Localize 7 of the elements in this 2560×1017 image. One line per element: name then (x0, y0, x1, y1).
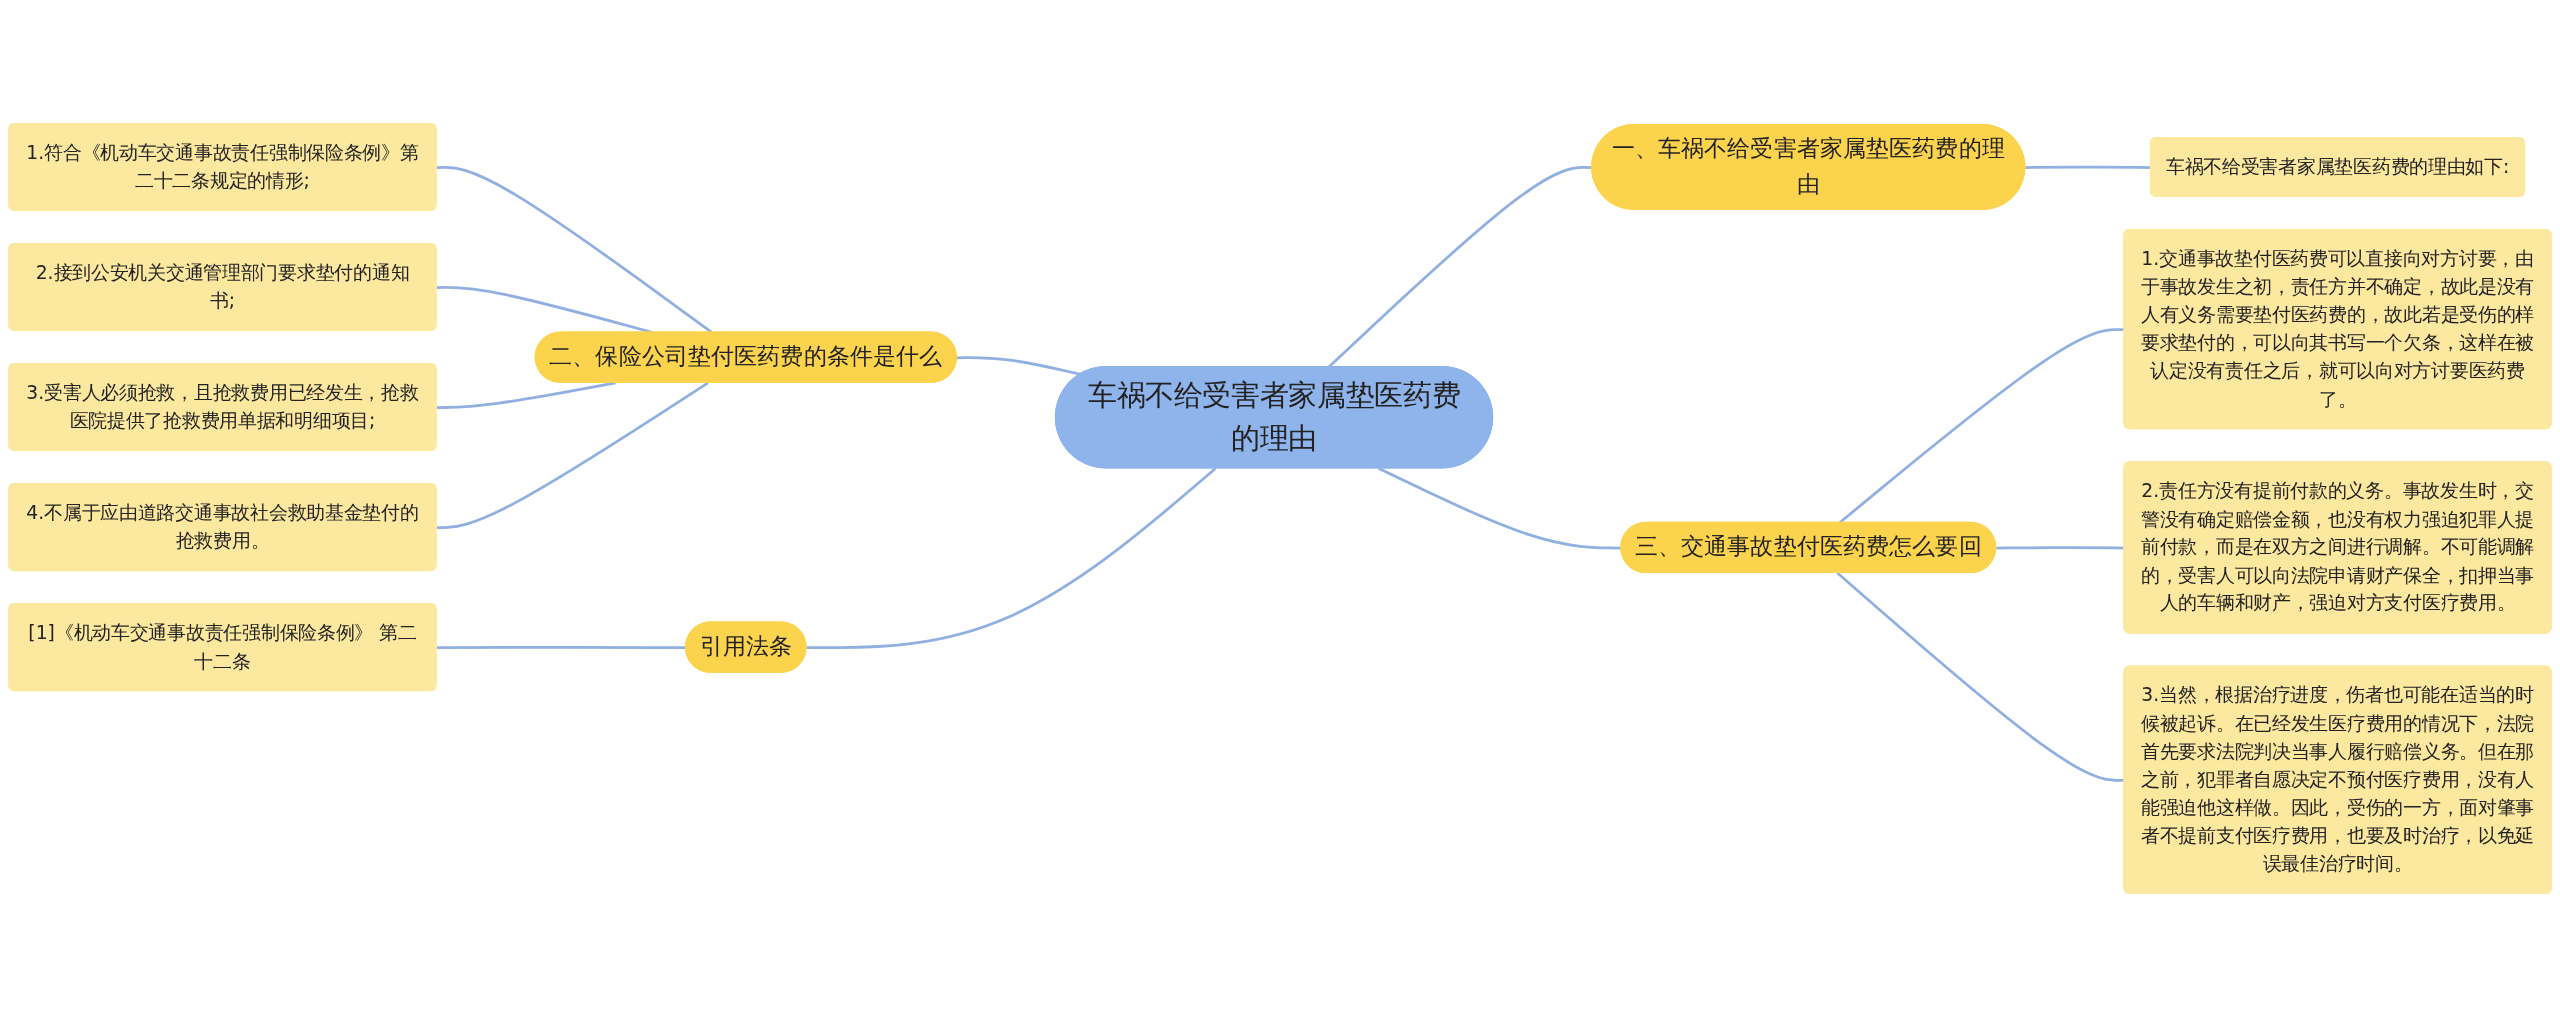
connector (2025, 165, 2151, 169)
connector (806, 467, 1217, 650)
connector (956, 356, 1081, 376)
connector (436, 166, 713, 334)
connector (1378, 467, 1622, 550)
connector (436, 381, 709, 529)
connector (436, 381, 616, 409)
